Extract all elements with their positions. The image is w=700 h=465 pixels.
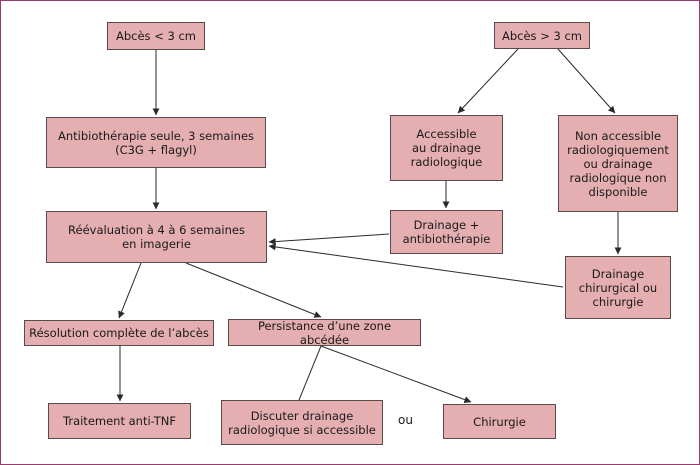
node-chirurgie: Chirurgie bbox=[443, 404, 556, 439]
edge-drainage-to-reevaluation bbox=[268, 233, 390, 246]
node-accessible: Accessible au drainage radiologique bbox=[390, 115, 503, 181]
edge-large-to-nonaccessible bbox=[557, 48, 616, 114]
edge-chirurgical-to-reevaluation bbox=[268, 243, 564, 288]
connector-ou-label: ou bbox=[398, 413, 413, 427]
node-drainage-antibio: Drainage + antibiothérapie bbox=[390, 210, 503, 254]
node-abces-small: Abcès < 3 cm bbox=[107, 22, 205, 50]
node-traitement-anti-tnf: Traitement anti-TNF bbox=[48, 403, 191, 439]
node-abces-large: Abcès > 3 cm bbox=[494, 22, 590, 49]
edge-persistance-to-discuter bbox=[298, 345, 322, 401]
edge-reevaluation-to-resolution bbox=[118, 262, 142, 319]
node-resolution: Résolution complète de l’abcès bbox=[24, 320, 214, 346]
node-discuter-drainage: Discuter drainage radiologique si access… bbox=[221, 400, 383, 445]
node-antibiotherapie: Antibiothérapie seule, 3 semaines (C3G +… bbox=[46, 117, 266, 168]
edge-persistance-to-chirurgie bbox=[320, 345, 472, 403]
node-drainage-chirurgical: Drainage chirurgical ou chirurgie bbox=[565, 256, 671, 319]
node-reevaluation: Réévaluation à 4 à 6 semaines en imageri… bbox=[46, 211, 267, 263]
edge-large-to-accessible bbox=[457, 48, 519, 114]
node-non-accessible: Non accessible radiologiquement ou drain… bbox=[558, 115, 678, 212]
node-persistance: Persistance d’une zone abcédée bbox=[228, 319, 421, 347]
edge-reevaluation-to-persistance bbox=[185, 262, 322, 318]
